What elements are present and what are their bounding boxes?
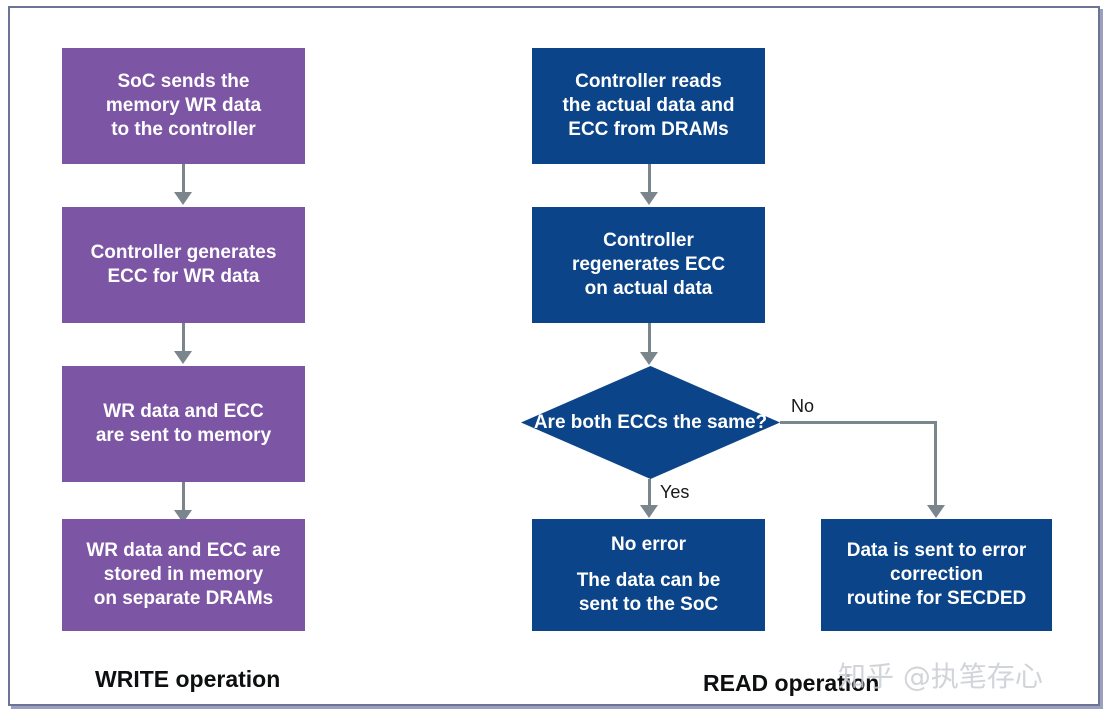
node-text-line: Controller generates	[90, 242, 277, 264]
connector-write-3-4-line	[182, 482, 185, 515]
node-text-line: ECC for WR data	[107, 266, 260, 287]
connector-no-horizontal-line	[780, 421, 937, 424]
node-text-line: routine for SECDED	[846, 587, 1027, 609]
edge-label-no: No	[791, 396, 815, 416]
node-text-line: WR data and ECC	[103, 401, 264, 423]
watermark-zhihu: 知乎 @执笔存心	[838, 660, 1043, 693]
connector-write-2-3-line	[182, 323, 185, 356]
connector-write-1-2-arrowhead	[174, 192, 192, 205]
caption-write-operation: WRITE operation	[95, 666, 281, 692]
node-text-line: to the controller	[111, 118, 256, 140]
connector-read-1-2-line	[648, 164, 651, 197]
node-text-line: WR data and ECC are	[86, 540, 281, 562]
node-controller-reads-data: Controller reads the actual data and ECC…	[532, 48, 765, 164]
node-controller-generates-ecc: Controller generates ECC for WR data	[62, 207, 305, 323]
decision-are-both-eccs-same: Are both ECCs the same?	[521, 366, 780, 479]
node-text-line: memory WR data	[105, 95, 262, 117]
node-text-line: are sent to memory	[95, 425, 272, 446]
node-text-line: Controller	[603, 230, 694, 252]
node-text-line: Controller reads	[575, 71, 722, 93]
connector-write-1-2-line	[182, 164, 185, 197]
connector-no-vertical-line	[934, 421, 937, 509]
node-controller-regenerates-ecc: Controller regenerates ECC on actual dat…	[532, 207, 765, 323]
node-wr-data-sent-to-memory: WR data and ECC are sent to memory	[62, 366, 305, 482]
connector-read-2-decision-line	[648, 323, 651, 356]
node-text-line: regenerates ECC	[571, 254, 726, 276]
node-no-error: No error The data can be sent to the SoC	[532, 519, 765, 631]
edge-label-yes: Yes	[660, 482, 690, 502]
node-text-line: No error	[611, 534, 686, 556]
node-soc-sends-wr-data: SoC sends the memory WR data to the cont…	[62, 48, 305, 164]
connector-read-1-2-arrowhead	[640, 192, 658, 205]
node-text-line: The data can be	[576, 570, 721, 592]
node-text-line: correction	[890, 564, 983, 586]
connector-yes-arrowhead	[640, 505, 658, 518]
connector-write-2-3-arrowhead	[174, 351, 192, 364]
node-text-line: the actual data and	[562, 95, 735, 117]
node-text-line: SoC sends the	[117, 71, 250, 93]
node-text-line: stored in memory	[103, 564, 264, 586]
node-error-correction-secded: Data is sent to error correction routine…	[821, 519, 1052, 631]
node-text-line: ECC from DRAMs	[568, 118, 729, 140]
connector-read-2-decision-arrowhead	[640, 352, 658, 365]
node-text-line: sent to the SoC	[578, 593, 719, 615]
node-text-line: on separate DRAMs	[93, 587, 274, 609]
connector-no-arrowhead	[927, 505, 945, 518]
node-wr-data-stored-in-memory: WR data and ECC are stored in memory on …	[62, 519, 305, 631]
caption-read-operation: READ operation	[703, 670, 880, 696]
connector-yes-line	[648, 479, 651, 509]
node-text-line: Data is sent to error	[846, 540, 1027, 562]
node-text-line: on actual data	[584, 277, 713, 299]
node-text-spacer	[540, 557, 757, 569]
diamond-shape-icon	[521, 366, 780, 479]
